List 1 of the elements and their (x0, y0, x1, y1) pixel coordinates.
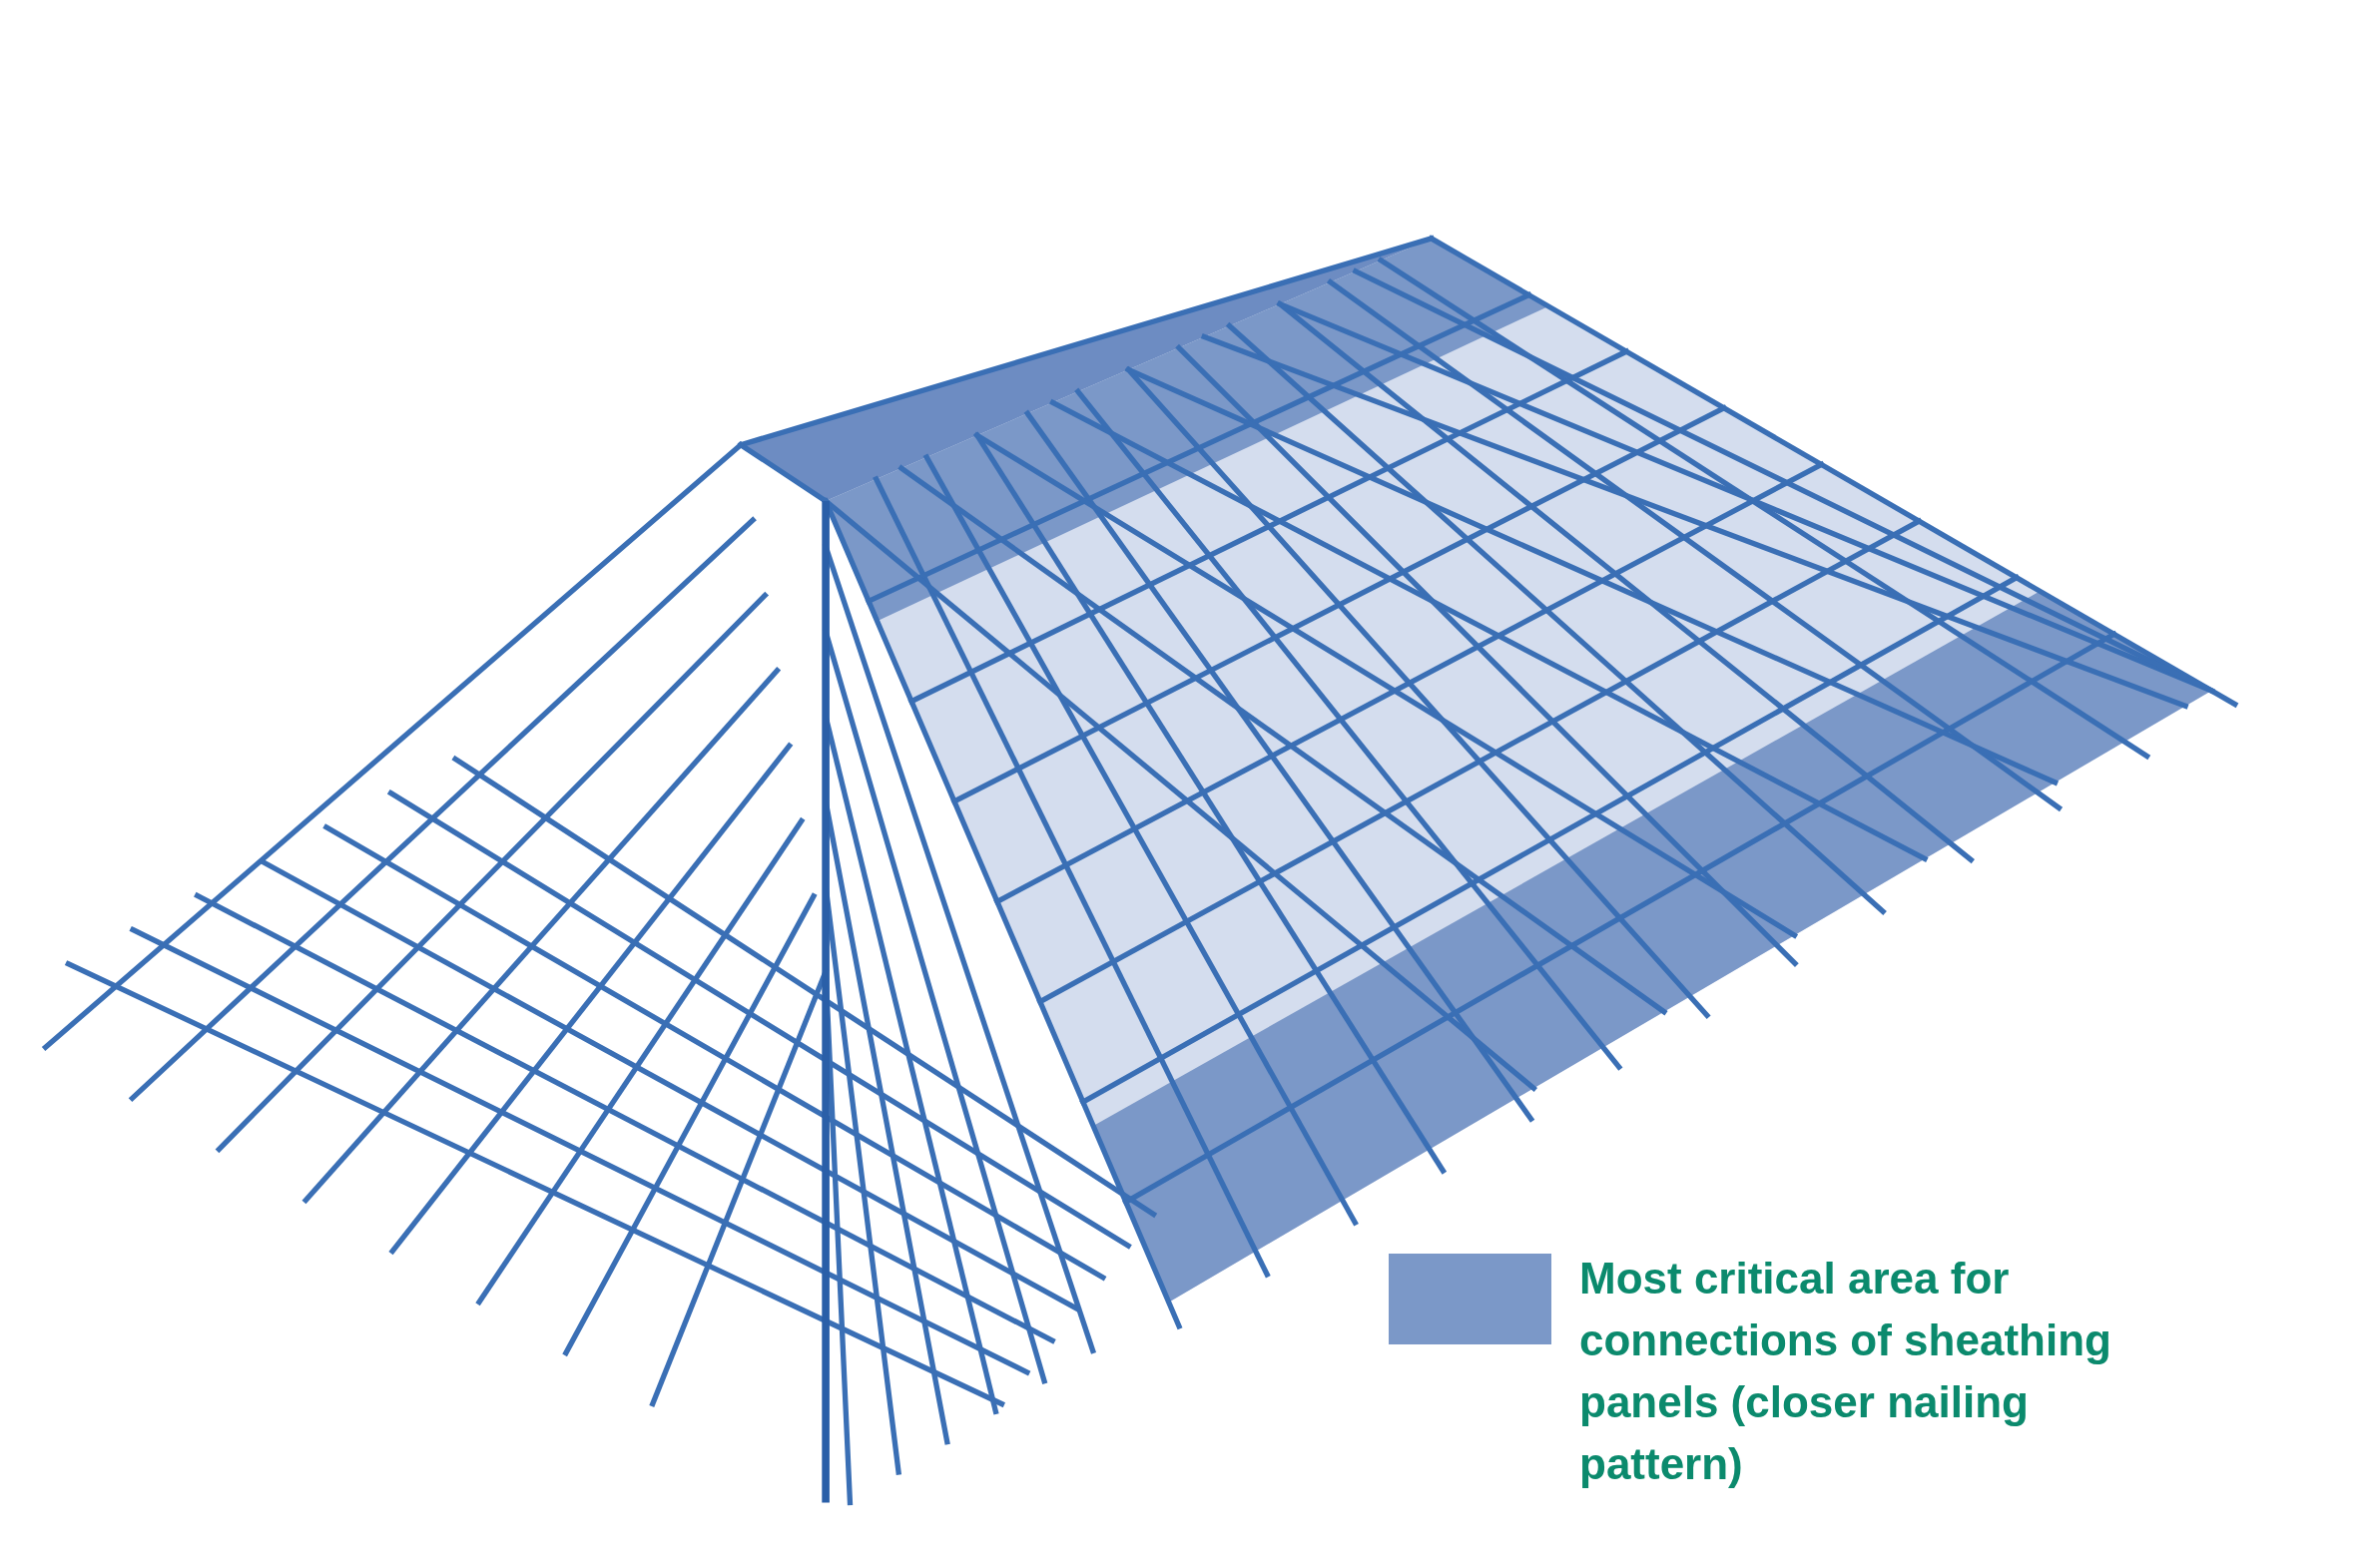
legend-text: Most critical area for connections of sheathing panels (closer nailing pattern) (1579, 1253, 2112, 1490)
